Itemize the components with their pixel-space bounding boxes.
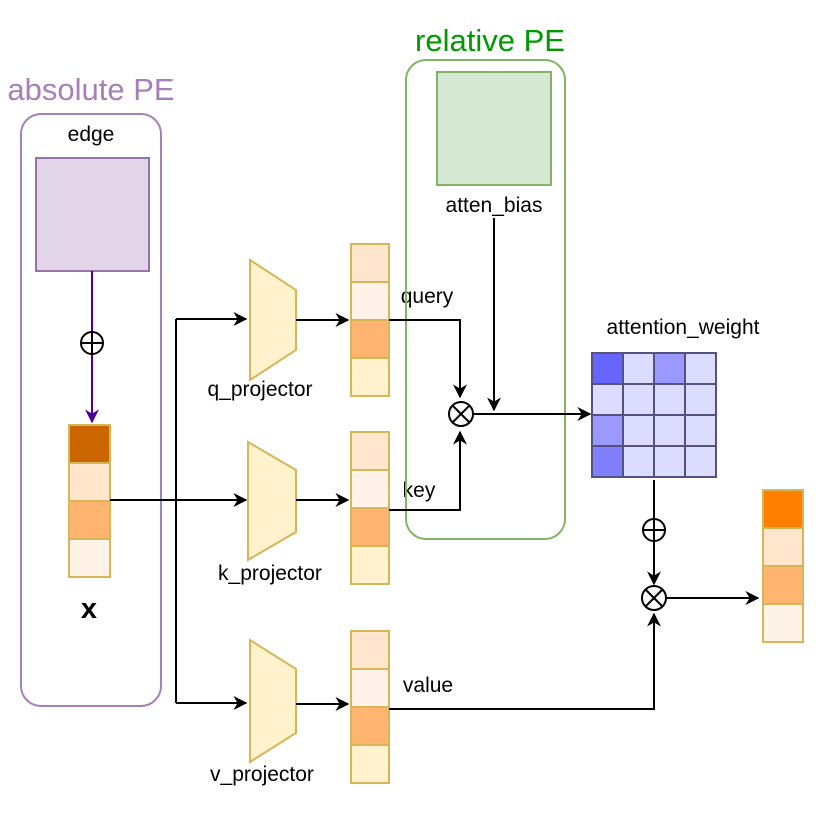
v-projector-label: v_projector xyxy=(210,763,314,786)
q-projector-shape xyxy=(249,258,297,382)
x-vector xyxy=(68,424,111,578)
multiply-icon-qk xyxy=(448,401,474,427)
output-vector-cell xyxy=(762,603,804,643)
add-icon-matrix xyxy=(642,518,666,542)
x-vector-cell xyxy=(68,500,111,540)
attention-matrix-cell xyxy=(653,414,686,447)
query-vector-cell xyxy=(350,357,390,397)
multiply-icon-output xyxy=(641,585,667,611)
attention-matrix-cell xyxy=(622,445,655,478)
k-projector-label: k_projector xyxy=(218,562,322,585)
attention-matrix-cell xyxy=(622,383,655,416)
relative-pe-title: relative PE xyxy=(415,23,565,58)
key-vector-cell xyxy=(350,469,390,509)
attention-matrix-cell xyxy=(653,383,686,416)
attention-matrix-cell xyxy=(684,383,717,416)
value-label: value xyxy=(403,674,453,697)
atten-bias-label: atten_bias xyxy=(446,194,543,217)
x-vector-cell xyxy=(68,538,111,578)
attention-matrix-cell xyxy=(684,352,717,385)
query-vector-cell xyxy=(350,319,390,359)
x-label: x xyxy=(81,593,97,625)
key-vector-cell xyxy=(350,507,390,547)
q-projector-label: q_projector xyxy=(207,378,312,401)
output-vector-cell xyxy=(762,527,804,567)
relative-pe-group-box xyxy=(405,59,566,540)
attention-matrix-cell xyxy=(684,414,717,447)
absolute-pe-group-box xyxy=(20,113,162,707)
attention-matrix-cell xyxy=(622,414,655,447)
projector-output-arrows xyxy=(296,313,350,711)
query-vector xyxy=(350,243,390,397)
query-vector-cell xyxy=(350,281,390,321)
output-vector-cell xyxy=(762,489,804,529)
output-vector-cell xyxy=(762,565,804,605)
attention-matrix-cell xyxy=(591,445,624,478)
attention-matrix-cell xyxy=(591,383,624,416)
v-projector-shape xyxy=(249,638,297,764)
attention-weight-matrix xyxy=(591,352,717,478)
attention-matrix-cell xyxy=(684,445,717,478)
value-vector-cell xyxy=(350,744,390,784)
edge-label: edge xyxy=(68,123,115,146)
key-vector-cell xyxy=(350,431,390,471)
attention-matrix-cell xyxy=(622,352,655,385)
query-vector-cell xyxy=(350,243,390,283)
absolute-pe-title: absolute PE xyxy=(7,72,174,107)
atten-bias-box xyxy=(436,71,552,186)
query-label: query xyxy=(401,285,454,308)
value-vector xyxy=(350,630,390,784)
qk-lines xyxy=(389,218,592,511)
add-icon-edge xyxy=(80,331,104,355)
x-branch-lines xyxy=(110,312,248,710)
k-projector-shape xyxy=(247,440,297,562)
output-vector xyxy=(762,489,804,643)
attention-matrix-cell xyxy=(591,414,624,447)
key-vector-cell xyxy=(350,545,390,585)
x-vector-cell xyxy=(68,424,111,464)
attention-matrix-cell xyxy=(653,445,686,478)
value-vector-cell xyxy=(350,706,390,746)
attention-matrix-cell xyxy=(653,352,686,385)
attention-weight-label: attention_weight xyxy=(607,316,760,339)
value-vector-cell xyxy=(350,630,390,670)
value-vector-cell xyxy=(350,668,390,708)
edge-matrix-box xyxy=(35,157,150,272)
x-vector-cell xyxy=(68,462,111,502)
key-label: key xyxy=(403,479,436,502)
attention-matrix-cell xyxy=(591,352,624,385)
key-vector xyxy=(350,431,390,585)
